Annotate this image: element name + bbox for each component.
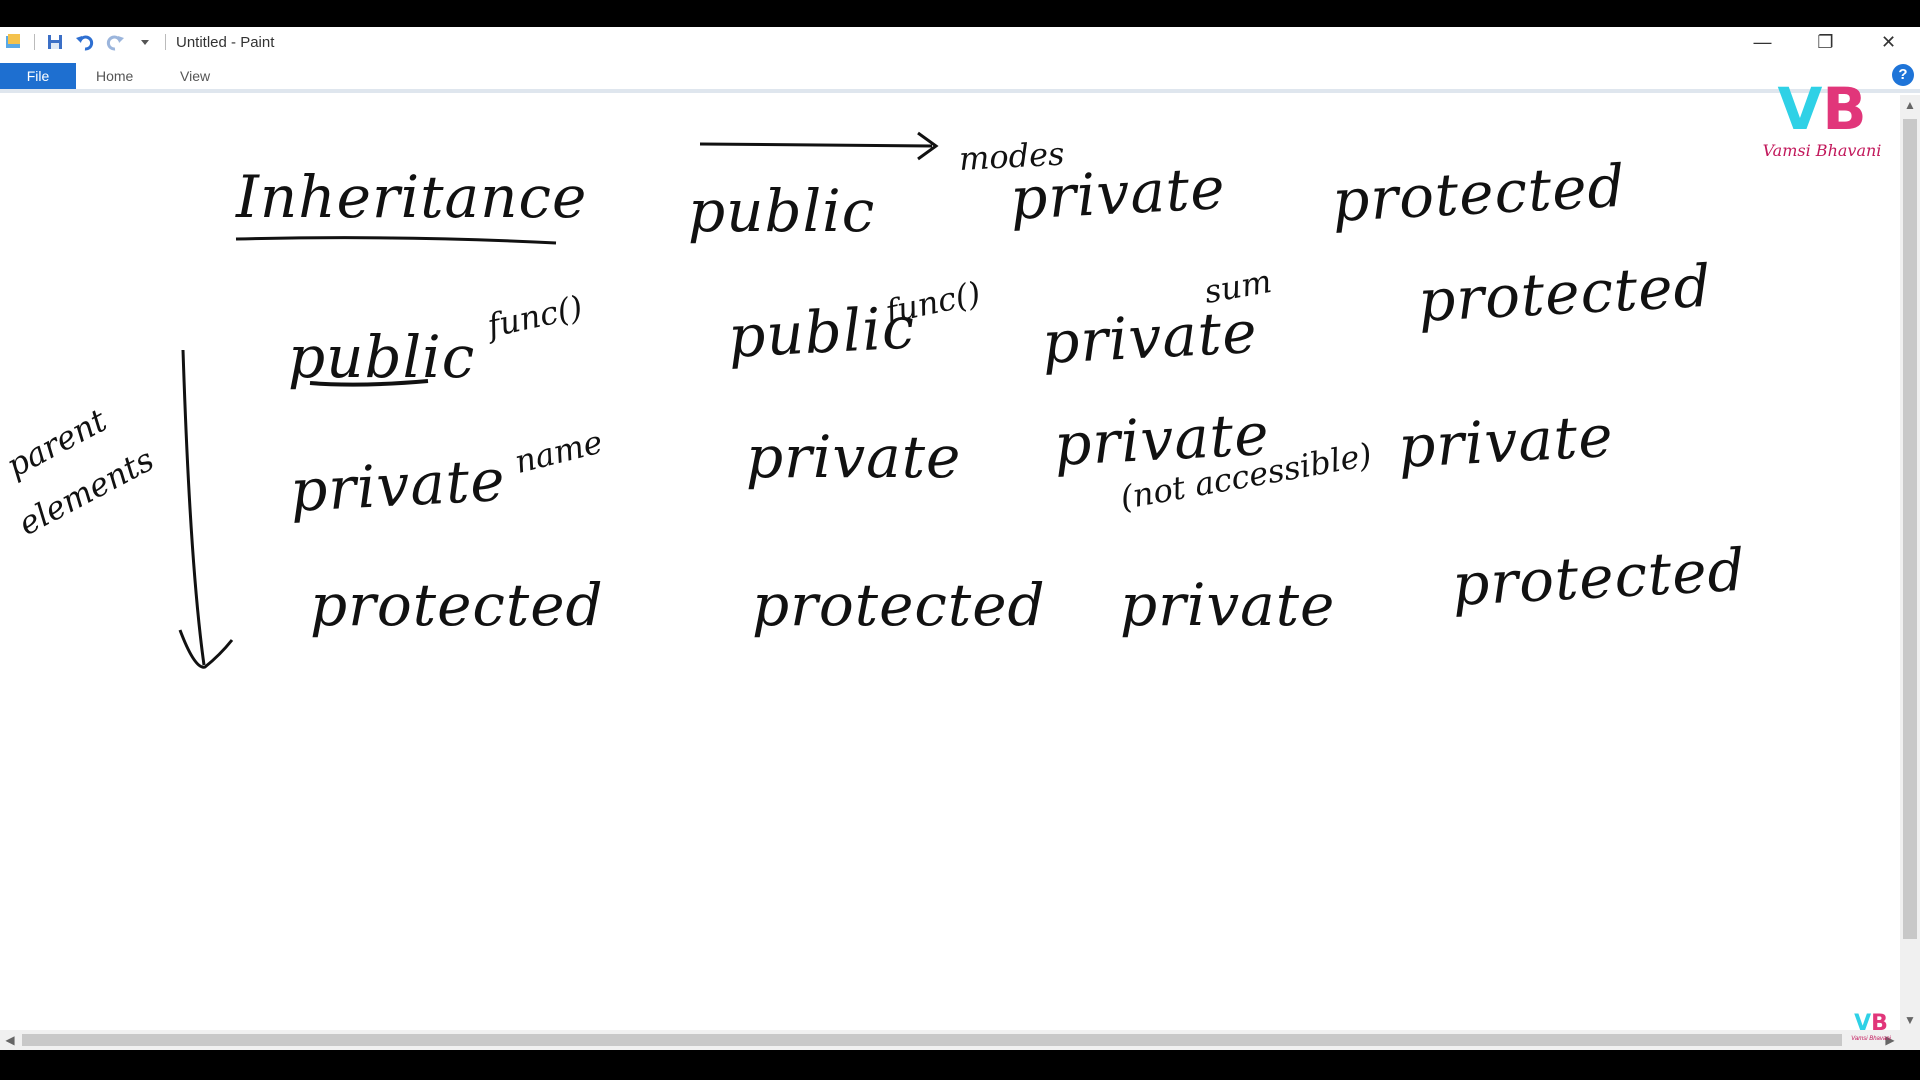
scroll-right-icon[interactable]: ▶	[1885, 1033, 1895, 1047]
row-private-member: private	[288, 445, 508, 525]
customize-dropdown-icon[interactable]	[135, 32, 155, 52]
parent-arrow-head	[178, 629, 234, 669]
tab-file[interactable]: File	[0, 63, 76, 89]
public-underline	[309, 379, 429, 387]
title-bar: Untitled - Paint — ❐ ✕	[0, 27, 1920, 57]
close-button[interactable]: ✕	[1880, 31, 1897, 52]
drawing-canvas[interactable]: modes Inheritance public private protect…	[0, 95, 1900, 1023]
row-public-cell-private: private	[1040, 297, 1260, 377]
modes-arrow-line	[699, 142, 933, 148]
scroll-left-icon[interactable]: ◀	[5, 1033, 15, 1047]
row-private-cell-protected: private	[1396, 401, 1616, 481]
mini-channel-logo: VB Vamsi Bhavani	[1851, 1011, 1891, 1042]
vertical-scroll-thumb[interactable]	[1903, 119, 1917, 939]
logo-name: Vamsi Bhavani	[1762, 141, 1882, 160]
help-button[interactable]: ?	[1892, 64, 1914, 86]
parent-arrow-line	[181, 349, 206, 666]
horizontal-scrollbar[interactable]: ◀ ▶	[0, 1030, 1900, 1050]
divider	[34, 34, 35, 50]
heading-inheritance: Inheritance	[236, 163, 588, 231]
row-protected-cell-public: protected	[752, 571, 1046, 639]
header-public: public	[688, 177, 876, 245]
heading-underline	[235, 236, 557, 245]
ribbon-tabs: File Home View	[0, 63, 1920, 93]
scroll-up-icon[interactable]: ▲	[1904, 98, 1916, 112]
canvas-strokes	[178, 131, 939, 669]
row-protected-member: protected	[310, 571, 604, 639]
tab-home[interactable]: Home	[96, 68, 134, 84]
row-public-member: public	[288, 323, 476, 391]
quick-access-toolbar	[0, 32, 166, 52]
channel-logo: VB Vamsi Bhavani	[1762, 77, 1882, 187]
row-protected-cell-private: private	[1120, 571, 1336, 639]
paint-app-icon[interactable]	[4, 32, 24, 52]
redo-icon[interactable]	[105, 32, 125, 52]
save-icon[interactable]	[45, 32, 65, 52]
divider	[165, 34, 166, 50]
window-title: Untitled - Paint	[176, 33, 275, 51]
undo-icon[interactable]	[75, 32, 95, 52]
row-private-cell-public: private	[746, 423, 962, 491]
header-private: private	[1008, 153, 1228, 233]
restore-button[interactable]: ❐	[1817, 31, 1834, 52]
logo-mark: VB	[1777, 75, 1867, 143]
modes-arrow-head	[917, 131, 939, 161]
vertical-scrollbar[interactable]: ▲ ▼	[1900, 95, 1920, 1050]
paint-window: Untitled - Paint — ❐ ✕ File Home View ? …	[0, 27, 1920, 1050]
scroll-down-icon[interactable]: ▼	[1904, 1013, 1916, 1027]
window-controls: — ❐ ✕	[1731, 27, 1920, 57]
minimize-button[interactable]: —	[1753, 31, 1772, 52]
tab-view[interactable]: View	[180, 68, 211, 84]
horizontal-scroll-thumb[interactable]	[22, 1034, 1842, 1046]
